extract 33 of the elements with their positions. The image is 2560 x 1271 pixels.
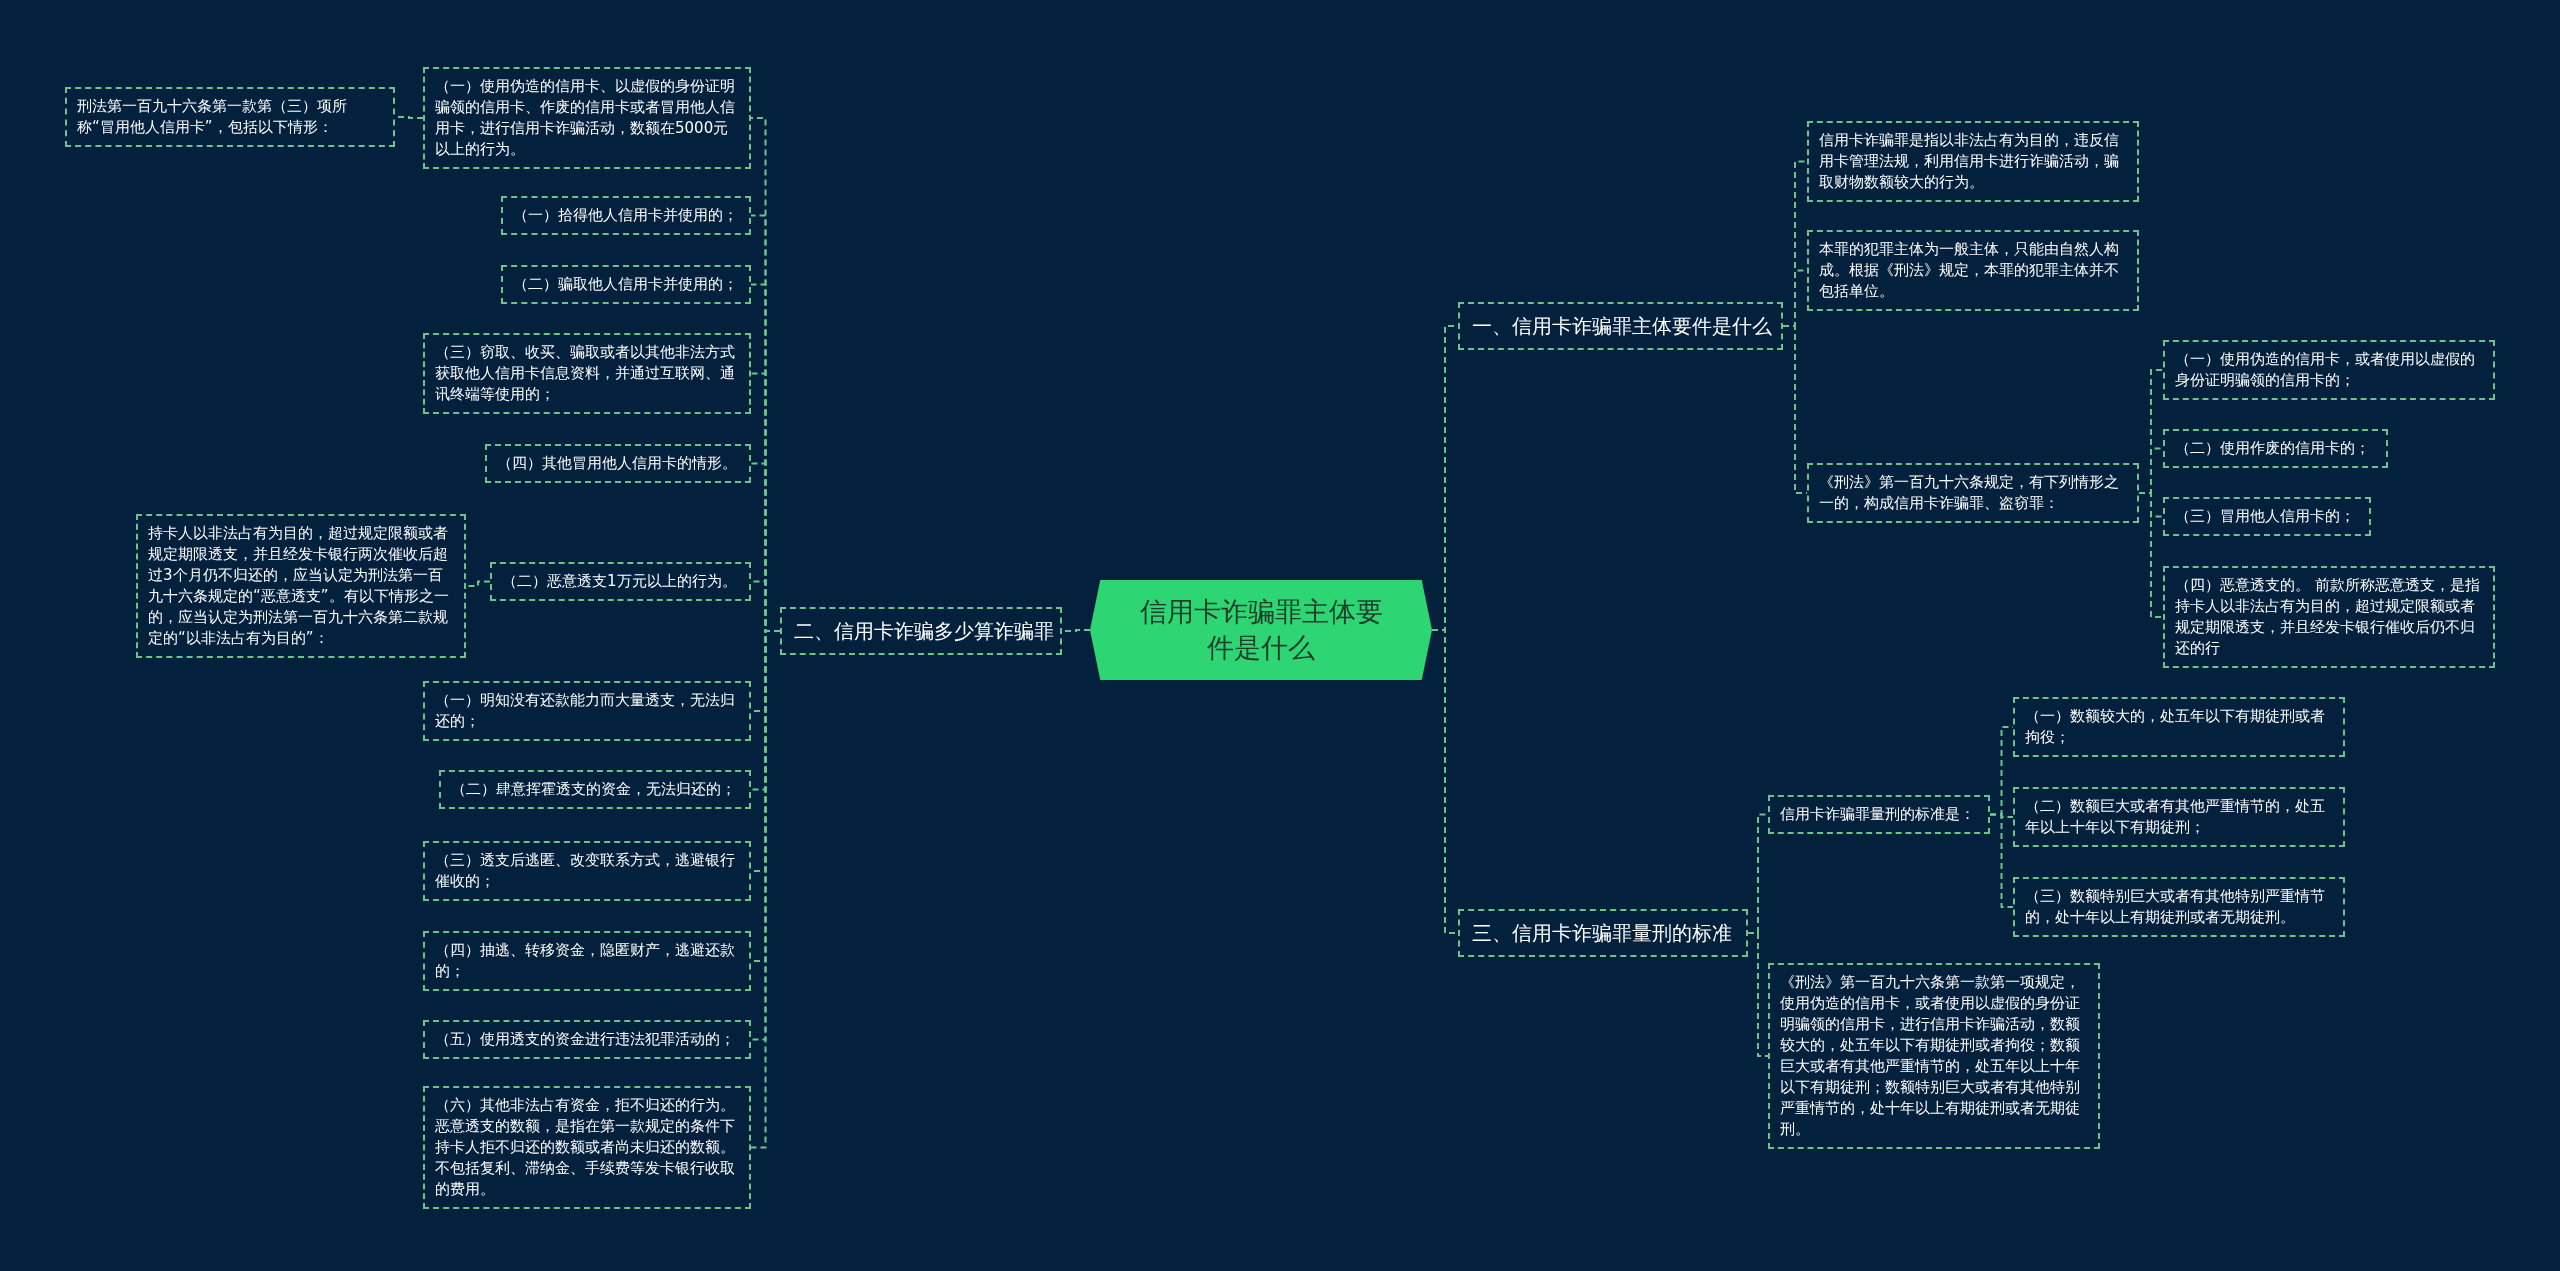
topic-box: 持卡人以非法占有为目的，超过规定限额或者规定期限透支，并且经发卡银行两次催收后超过3个月仍不归还的，应当认定为刑法第一百九十六条规定的“恶意透支”。有以下情形之一的，应当认定为刑法第一百九十六条第二款规定的“以非法占有为目的”： [136,514,466,658]
topic-box: （二）肆意挥霍透支的资金，无法归还的； [439,770,751,809]
topic-box: （一）明知没有还款能力而大量透支，无法归还的； [423,681,751,741]
topic-box: （三）数额特别巨大或者有其他特别严重情节的，处十年以上有期徒刑或者无期徒刑。 [2013,877,2345,937]
topic-box: （六）其他非法占有资金，拒不归还的行为。恶意透支的数额，是指在第一款规定的条件下持卡人拒不归还的数额或者尚未归还的数额。不包括复利、滞纳金、手续费等发卡银行收取的费用。 [423,1086,751,1209]
topic-box: （一）使用伪造的信用卡，或者使用以虚假的身份证明骗领的信用卡的； [2163,340,2495,400]
connector [1747,932,1769,1057]
topic-box: （二）使用作废的信用卡的； [2163,429,2388,468]
topic-box: （二）数额巨大或者有其他严重情节的，处五年以上十年以下有期徒刑； [2013,787,2345,847]
topic-box: 信用卡诈骗罪量刑的标准是： [1768,795,1990,834]
topic-box: （三）透支后逃匿、改变联系方式，逃避银行催收的； [423,841,751,901]
topic-box: （三）冒用他人信用卡的； [2163,497,2371,536]
branch-topic: 三、信用卡诈骗罪量刑的标准 [1458,909,1748,957]
topic-box: （三）窃取、收买、骗取或者以其他非法方式获取他人信用卡信息资料，并通过互联网、通讯终端等使用的； [423,333,751,414]
topic-box: 信用卡诈骗罪是指以非法占有为目的，违反信用卡管理法规，利用信用卡进行诈骗活动，骗取财物数额较大的行为。 [1807,121,2139,202]
topic-box: （一）数额较大的，处五年以下有期徒刑或者拘役； [2013,697,2345,757]
topic-box: （二）骗取他人信用卡并使用的； [501,265,751,304]
topic-box: （四）抽逃、转移资金，隐匿财产，逃避还款的； [423,931,751,991]
connector [1989,813,2014,908]
topic-box: （一）拾得他人信用卡并使用的； [501,196,751,235]
topic-box: 《刑法》第一百九十六条第一款第一项规定，使用伪造的信用卡，或者使用以虚假的身份证明骗领的信用卡，进行信用卡诈骗活动，数额较大的，处五年以下有期徒刑或者拘役；数额巨大或者有其他严重情节的，处五年以上十年以下有期徒刑；数额特别巨大或者有其他特别严重情节的，处十年以上有期徒刑或者无期徒刑。 [1768,963,2100,1149]
topic-box: 刑法第一百九十六条第一款第（三）项所称“冒用他人信用卡”，包括以下情形： [65,87,395,147]
topic-box: 《刑法》第一百九十六条规定，有下列情形之一的，构成信用卡诈骗罪、盗窃罪： [1807,463,2139,523]
topic-box: （四）其他冒用他人信用卡的情形。 [485,444,751,483]
topic-box: 本罪的犯罪主体为一般主体，只能由自然人构成。根据《刑法》规定，本罪的犯罪主体并不包括单位。 [1807,230,2139,311]
topic-box: （五）使用透支的资金进行违法犯罪活动的； [423,1020,751,1059]
topic-box: （四）恶意透支的。 前款所称恶意透支，是指持卡人以非法占有为目的，超过规定限额或者规定期限透支，并且经发卡银行催收后仍不归还的行 [2163,566,2495,668]
central-topic: 信用卡诈骗罪主体要件是什么 [1090,580,1432,680]
topic-box: （一）使用伪造的信用卡、以虚假的身份证明骗领的信用卡、作废的信用卡或者冒用他人信用卡，进行信用卡诈骗活动，数额在5000元以上的行为。 [423,67,751,169]
connector [2138,492,2164,618]
topic-box: （二）恶意透支1万元以上的行为。 [490,562,751,601]
branch-topic: 二、信用卡诈骗多少算诈骗罪 [780,607,1062,655]
branch-topic: 一、信用卡诈骗罪主体要件是什么 [1458,302,1783,350]
